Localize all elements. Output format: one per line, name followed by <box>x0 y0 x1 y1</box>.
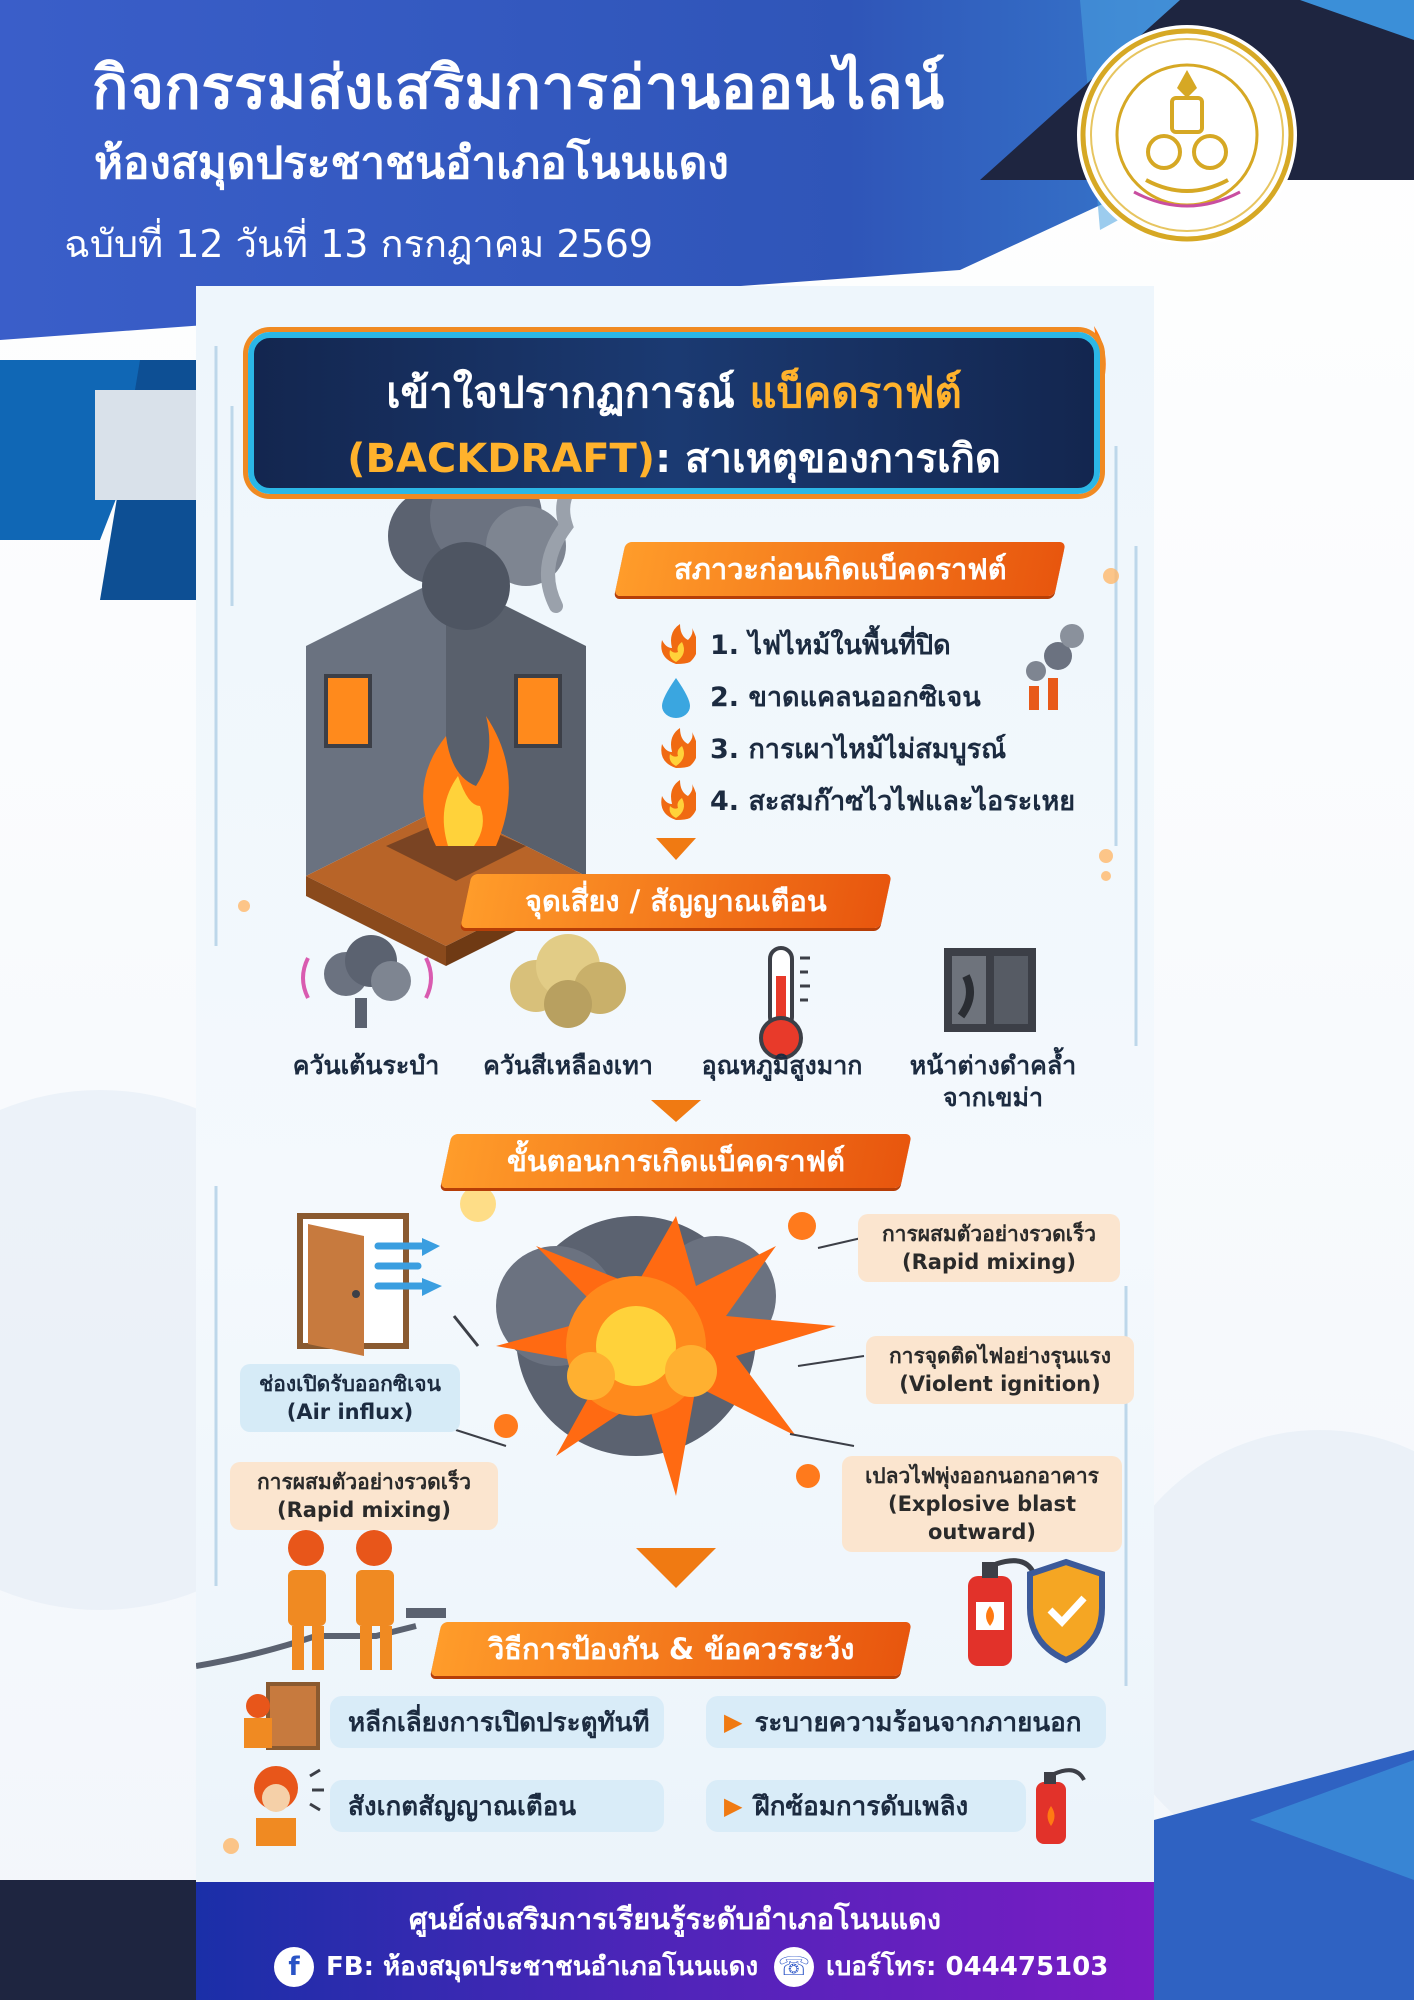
flame-icon <box>661 624 696 664</box>
callout-th: การผสมตัวอย่างรวดเร็ว <box>881 1222 1097 1246</box>
warning-label: ควันสีเหลืองเทา <box>483 1051 653 1080</box>
explosive-blast-callout: เปลวไฟพุ่งออกนอกอาคาร (Explosive blast o… <box>842 1456 1122 1552</box>
warning-label: อุณหภูมิสูงมาก <box>701 1051 863 1080</box>
water-drop-icon <box>662 678 690 718</box>
warnings-heading: จุดเสี่ยง / สัญญาณเตือน <box>460 874 892 928</box>
prevention-item: ▶ ระบายความร้อนจากภายนอก <box>706 1696 1106 1748</box>
list-item: 1. ไฟไหม้ในพื้นที่ปิด <box>656 622 1086 666</box>
play-arrow-icon: ▶ <box>724 1792 743 1820</box>
poster-title-prefix: เข้าใจปรากฏการณ์ <box>386 368 750 417</box>
issue-date: ฉบับที่ 12 วันที่ 13 กรกฎาคม 2569 <box>64 222 654 266</box>
poster-title-banner: เข้าใจปรากฏการณ์ แบ็คดราฟต์ (BACKDRAFT):… <box>248 332 1100 494</box>
callout-en: (Violent ignition) <box>899 1372 1101 1396</box>
fire-extinguisher-icon <box>968 1558 1037 1666</box>
open-door-illustration <box>297 1213 480 1356</box>
explosion-illustration <box>455 1186 871 1496</box>
firefighter-at-door-icon <box>244 1682 320 1750</box>
smoking-tubes-icon <box>1026 624 1084 710</box>
dark-window-icon <box>944 948 1036 1032</box>
poster-title-highlight: แบ็คดราฟต์ <box>749 368 962 417</box>
phone-number: เบอร์โทร: 044475103 <box>826 1952 1109 1982</box>
footer-phone[interactable]: ☏ เบอร์โทร: 044475103 <box>774 1946 1108 1987</box>
facebook-icon: f <box>274 1946 314 1987</box>
header-title: กิจกรรมส่งเสริมการอ่านออนไลน์ <box>92 53 945 123</box>
warning-label-line1: หน้าต่างดำคล้ำ <box>909 1051 1077 1080</box>
poster-title-cause: : สาเหตุของการเกิด <box>655 436 1001 482</box>
firefighter-observing-icon <box>254 1766 324 1846</box>
prevention-item: สังเกตสัญญาณเตือน <box>330 1780 664 1832</box>
condition-text: 4. สะสมก๊าซไวไฟและไอระเหย <box>710 785 1076 817</box>
callout-th: การจุดติดไฟอย่างรุนแรง <box>888 1344 1112 1368</box>
footer-facebook[interactable]: f FB: ห้องสมุดประชาชนอำเภอโนนแดง <box>274 1946 758 1987</box>
backdraft-poster: เข้าใจปรากฏการณ์ แบ็คดราฟต์ (BACKDRAFT):… <box>196 286 1154 2000</box>
warning-label: ควันเต้นระบำ <box>292 1051 440 1080</box>
poster-title-english: (BACKDRAFT) <box>347 436 656 482</box>
callout-th: เปลวไฟพุ่งออกนอกอาคาร <box>865 1464 1099 1488</box>
violent-ignition-callout: การจุดติดไฟอย่างรุนแรง (Violent ignition… <box>866 1336 1134 1404</box>
prevention-heading: วิธีการป้องกัน & ข้อควรระวัง <box>430 1622 912 1676</box>
flame-icon <box>661 780 696 820</box>
prevention-text: หลีกเลี่ยงการเปิดประตูทันที <box>348 1707 650 1738</box>
prevention-item: ▶ ฝึกซ้อมการดับเพลิง <box>706 1780 1026 1832</box>
shield-check-icon <box>1027 1558 1105 1664</box>
footer-organization: ศูนย์ส่งเสริมการเรียนรู้ระดับอำเภอโนนแดง <box>408 1902 942 1936</box>
callout-en: (Rapid mixing) <box>277 1498 451 1522</box>
play-arrow-icon: ▶ <box>724 1708 743 1736</box>
yellow-smoke-icon <box>510 934 626 1028</box>
firefighters-with-hose-illustration <box>196 1530 446 1670</box>
list-item: 2. ขาดแคลนออกซิเจน <box>656 674 1086 718</box>
facebook-page-name: FB: ห้องสมุดประชาชนอำเภอโนนแดง <box>326 1952 759 1982</box>
flame-icon <box>661 728 696 768</box>
prevention-text: สังเกตสัญญาณเตือน <box>348 1791 577 1822</box>
rapid-mixing-callout-left: การผสมตัวอย่างรวดเร็ว (Rapid mixing) <box>230 1462 498 1530</box>
prevention-text: ฝึกซ้อมการดับเพลิง <box>754 1791 969 1822</box>
poster-footer: ศูนย์ส่งเสริมการเรียนรู้ระดับอำเภอโนนแดง… <box>196 1882 1154 2000</box>
list-item: 4. สะสมก๊าซไวไฟและไอระเหย <box>656 778 1086 822</box>
thermometer-icon <box>759 946 810 1060</box>
condition-text: 1. ไฟไหม้ในพื้นที่ปิด <box>710 629 951 661</box>
conditions-heading: สภาวะก่อนเกิดแบ็คดราฟต์ <box>614 542 1066 596</box>
callout-en: (Rapid mixing) <box>902 1250 1076 1274</box>
prevention-item: หลีกเลี่ยงการเปิดประตูทันที <box>330 1696 664 1748</box>
prevention-text: ระบายความร้อนจากภายนอก <box>754 1707 1082 1738</box>
callout-th: การผสมตัวอย่างรวดเร็ว <box>256 1470 472 1494</box>
small-extinguisher-icon <box>1036 1768 1086 1844</box>
phone-icon: ☏ <box>774 1946 814 1987</box>
warning-label-window: หน้าต่างดำคล้ำ จากเขม่า <box>888 1050 1098 1114</box>
poster-title-line1: เข้าใจปรากฏการณ์ แบ็คดราฟต์ <box>254 360 1094 426</box>
callout-en: (Air influx) <box>286 1400 414 1424</box>
rapid-mixing-callout-right: การผสมตัวอย่างรวดเร็ว (Rapid mixing) <box>858 1214 1120 1282</box>
warning-label-line2: จากเขม่า <box>943 1083 1043 1112</box>
condition-text: 3. การเผาไหม้ไม่สมบูรณ์ <box>710 733 1007 765</box>
air-influx-callout: ช่องเปิดรับออกซิเจน (Air influx) <box>240 1364 460 1432</box>
department-seal-icon <box>1077 25 1297 245</box>
process-heading: ขั้นตอนการเกิดแบ็คดราฟต์ <box>440 1134 912 1188</box>
list-item: 3. การเผาไหม้ไม่สมบูรณ์ <box>656 726 1086 770</box>
header-subtitle: ห้องสมุดประชาชนอำเภอโนนแดง <box>94 138 729 189</box>
poster-title-line2: (BACKDRAFT): สาเหตุของการเกิด <box>254 426 1094 490</box>
pulsing-smoke-icon <box>301 935 433 1028</box>
callout-th: ช่องเปิดรับออกซิเจน <box>259 1372 441 1396</box>
callout-en: (Explosive blast outward) <box>887 1492 1077 1544</box>
condition-text: 2. ขาดแคลนออกซิเจน <box>710 681 981 713</box>
